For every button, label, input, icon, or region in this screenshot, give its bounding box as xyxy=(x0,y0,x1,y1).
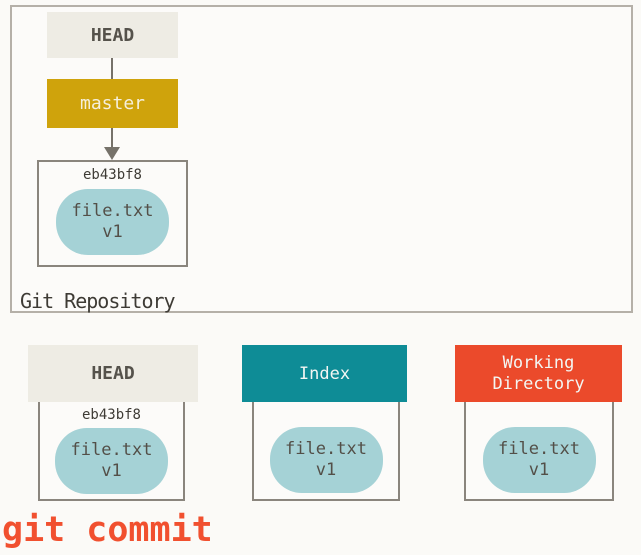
file-blob: file.txt v1 xyxy=(269,427,383,493)
file-blob: file.txt v1 xyxy=(56,189,169,255)
git-command-caption: git commit xyxy=(2,510,213,550)
blob-filename: file.txt xyxy=(71,201,154,221)
working-directory-label: Working Directory xyxy=(492,352,585,394)
commit-id: eb43bf8 xyxy=(81,407,141,423)
blob-version: v1 xyxy=(528,460,550,480)
master-branch-label: master xyxy=(79,93,146,114)
index-area-label: Index xyxy=(298,363,351,384)
head-area-box: eb43bf8 file.txt v1 xyxy=(38,398,185,501)
master-to-commit-connector xyxy=(111,128,113,149)
blob-version: v1 xyxy=(315,460,337,480)
blob-version: v1 xyxy=(102,222,123,242)
head-to-master-connector xyxy=(111,58,113,79)
index-area-box: file.txt v1 xyxy=(252,398,400,501)
working-directory-header: Working Directory xyxy=(455,345,622,402)
master-branch-box: master xyxy=(47,79,178,128)
commit-box: eb43bf8 file.txt v1 xyxy=(37,160,188,267)
head-area-label: HEAD xyxy=(91,363,135,384)
head-ref-label: HEAD xyxy=(90,24,135,46)
arrow-down-icon xyxy=(104,147,120,160)
blob-version: v1 xyxy=(101,461,122,481)
file-blob: file.txt v1 xyxy=(482,427,596,493)
commit-id: eb43bf8 xyxy=(82,167,142,183)
blob-filename: file.txt xyxy=(498,439,580,459)
file-blob: file.txt v1 xyxy=(55,428,168,494)
head-ref-box: HEAD xyxy=(47,12,178,58)
blob-filename: file.txt xyxy=(285,439,367,459)
working-directory-box: file.txt v1 xyxy=(464,398,614,501)
git-repository-label: Git Repository xyxy=(20,289,176,313)
index-area-header: Index xyxy=(242,345,407,402)
blob-filename: file.txt xyxy=(70,440,153,460)
head-area-header: HEAD xyxy=(28,345,198,402)
